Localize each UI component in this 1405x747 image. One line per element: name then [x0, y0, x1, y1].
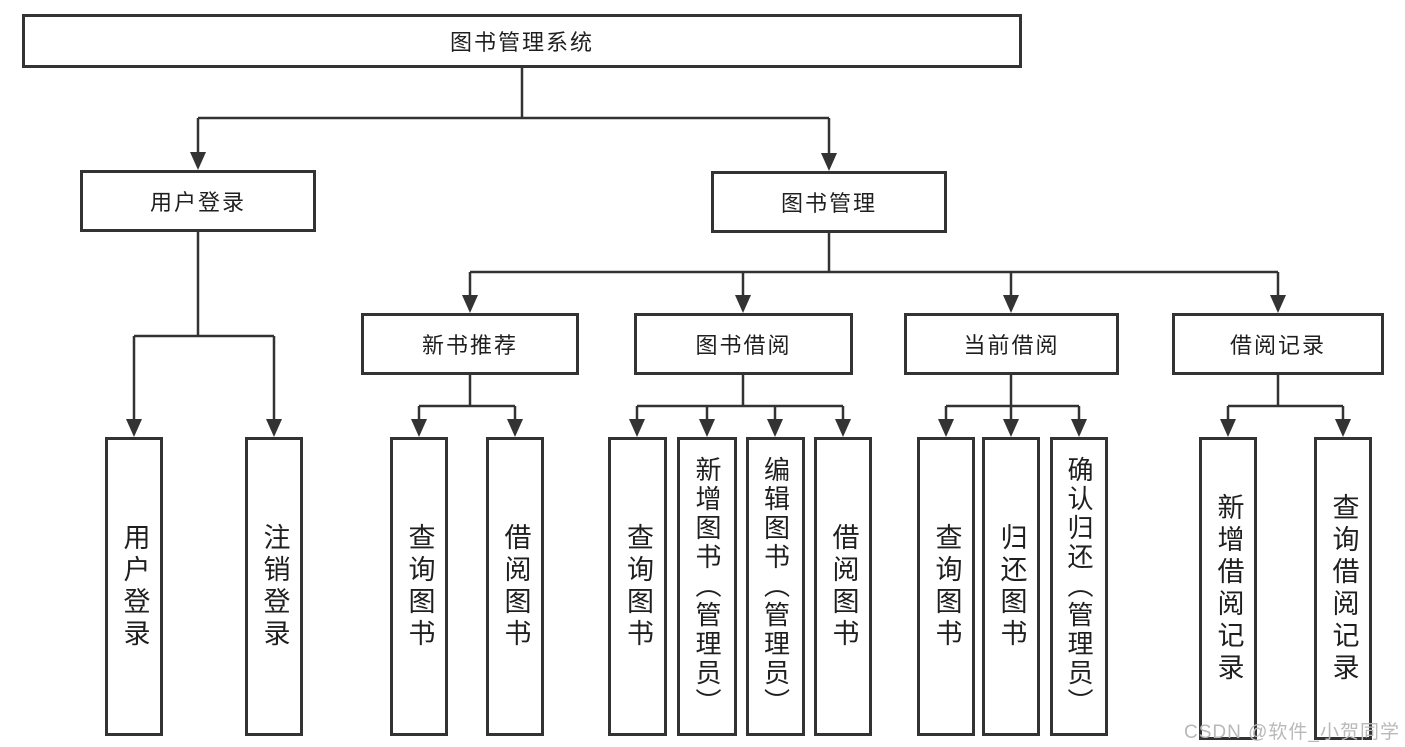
node-current-borrow: 当前借阅 — [904, 313, 1119, 375]
leaf-borrow-books: 借阅图书 — [814, 437, 872, 736]
watermark: CSDN @软件_小贺同学 — [1184, 722, 1400, 743]
leaf-query-books-recommend: 查询图书 — [390, 437, 448, 736]
node-borrow-records: 借阅记录 — [1172, 313, 1384, 375]
leaf-logout: 注销登录 — [245, 437, 303, 736]
leaf-borrow-books-recommend: 借阅图书 — [486, 437, 544, 736]
leaf-query-borrow-record: 查询借阅记录 — [1314, 437, 1372, 740]
leaf-add-book-admin: 新增图书（管理员） — [677, 437, 737, 736]
leaf-return-book: 归还图书 — [982, 437, 1040, 736]
node-new-book-recommend: 新书推荐 — [361, 313, 579, 375]
leaf-add-borrow-record: 新增借阅记录 — [1199, 437, 1257, 740]
leaf-query-books-current: 查询图书 — [917, 437, 975, 736]
node-book-borrow: 图书借阅 — [634, 313, 853, 375]
leaf-edit-book-admin: 编辑图书（管理员） — [746, 437, 805, 736]
node-user-login: 用户登录 — [80, 170, 316, 232]
leaf-confirm-return-admin: 确认归还（管理员） — [1050, 437, 1108, 736]
node-book-management: 图书管理 — [711, 171, 947, 233]
leaf-query-books-borrow: 查询图书 — [608, 437, 667, 736]
node-library-system: 图书管理系统 — [22, 14, 1022, 68]
leaf-user-login: 用户登录 — [105, 437, 163, 736]
